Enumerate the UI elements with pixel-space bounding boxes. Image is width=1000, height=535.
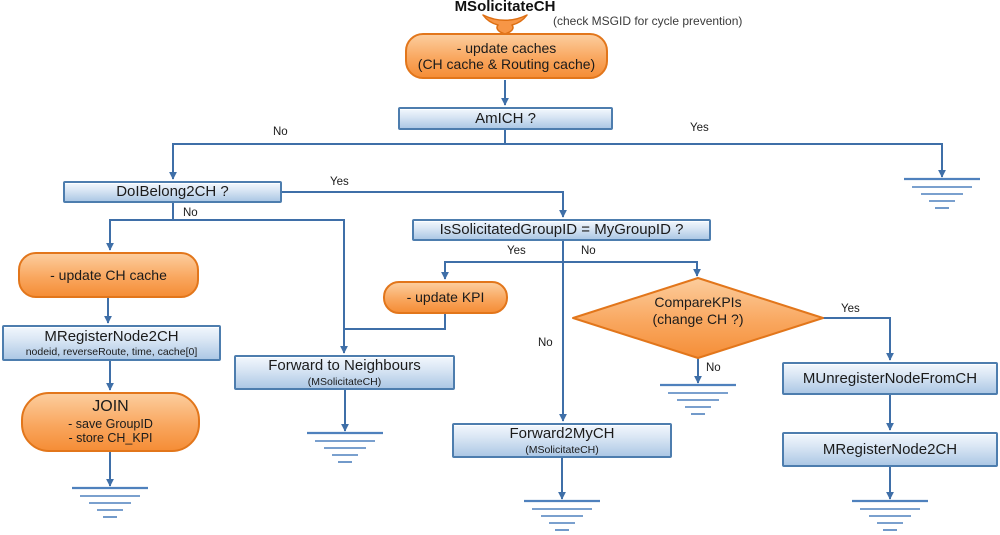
ground-icon [72,486,148,518]
node-label: - update caches [456,39,557,56]
node-label: AmICH ? [475,109,536,127]
edge-label-comparekpis-yes: Yes [841,303,860,315]
node-label: Forward to Neighbours [268,357,421,375]
edge-label-doibelong-no: No [183,207,198,219]
node-update-caches: - update caches (CH cache & Routing cach… [405,33,608,79]
funnel-icon [482,14,528,35]
edge-label-doibelong-yes: Yes [330,176,349,188]
node-sublabel: - save GroupID [68,416,153,431]
node-label: - update CH cache [50,266,167,283]
cycle-prevention-note: (check MSGID for cycle prevention) [553,14,743,28]
node-compare-kpis-text: CompareKPIs (change CH ?) [588,294,808,328]
edge-label-amich-no: No [273,126,288,138]
node-update-kpi: - update KPI [383,281,508,314]
ground-icon [904,177,980,209]
edge-label-issolicitated-yes: Yes [507,245,526,257]
node-label: (change CH ?) [652,310,744,327]
page-title: MSolicitateCH [454,0,556,15]
node-label: MRegisterNode2CH [822,440,958,458]
node-sublabel: (MSolicitateCH) [307,375,382,388]
node-is-solicitated-groupid: IsSolicitatedGroupID = MyGroupID ? [412,219,711,241]
node-label: MRegisterNode2CH [44,327,179,345]
node-label: CompareKPIs [654,294,742,310]
node-label: - update KPI [406,289,485,306]
ground-icon [524,499,600,531]
ground-icon [852,499,928,531]
node-label: (CH cache & Routing cache) [417,56,596,72]
ground-icon [307,431,383,463]
node-sublabel: (MSolicitateCH) [525,443,599,456]
node-label: Forward2MyCH [509,425,615,443]
compare-kpis-diamond [572,277,824,359]
node-mregister-node2ch-right: MRegisterNode2CH [782,432,998,467]
node-forward-2-my-ch: Forward2MyCH (MSolicitateCH) [452,423,672,458]
edge-label-amich-yes: Yes [690,122,709,134]
node-sublabel: nodeid, reverseRoute, time, cache[0] [25,346,198,359]
node-label: DoIBelong2CH ? [116,183,229,201]
edge-label-forward2mych-no: No [538,337,553,349]
node-do-i-belong-2ch: DoIBelong2CH ? [63,181,282,203]
node-label: JOIN [92,398,129,416]
connector [282,191,567,218]
node-join: JOIN - save GroupID - store CH_KPI [21,392,200,452]
edge-label-comparekpis-no: No [706,362,721,374]
node-sublabel: - store CH_KPI [68,431,153,446]
node-munregister-node-from-ch: MUnregisterNodeFromCH [782,362,998,395]
node-am-i-ch: AmICH ? [398,107,613,130]
ground-icon [660,383,736,415]
node-update-ch-cache: - update CH cache [18,252,199,298]
connector [345,313,446,330]
node-mregister-node2ch-left: MRegisterNode2CH nodeid, reverseRoute, t… [2,325,221,361]
edge-label-issolicitated-no: No [581,245,596,257]
node-label: MUnregisterNodeFromCH [802,369,978,387]
node-label: IsSolicitatedGroupID = MyGroupID ? [439,221,684,239]
connector [823,317,894,361]
node-forward-to-neighbours: Forward to Neighbours (MSolicitateCH) [234,355,455,390]
